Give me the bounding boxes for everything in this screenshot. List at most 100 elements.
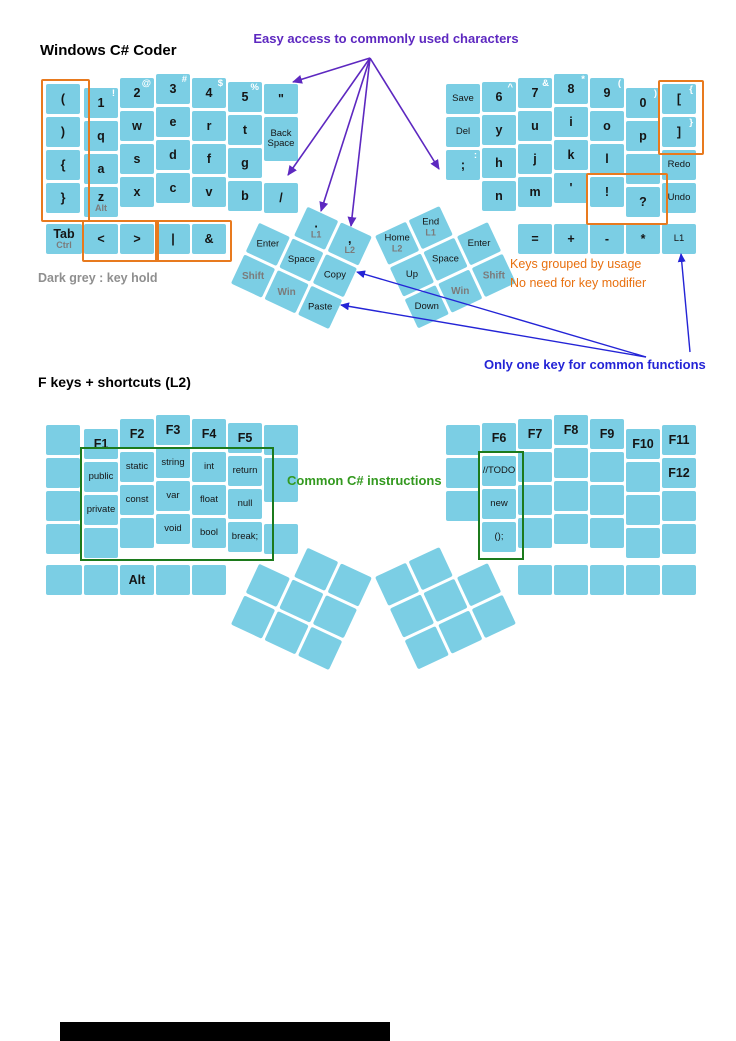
key-symbol: > bbox=[120, 224, 154, 254]
key-alt: Alt bbox=[120, 565, 154, 595]
key-symbol: < bbox=[84, 224, 118, 254]
key-symbol: - bbox=[590, 224, 624, 254]
key-7: 7& bbox=[518, 78, 552, 108]
key-blank bbox=[46, 565, 82, 595]
key-blank bbox=[446, 458, 480, 488]
key-symbol: + bbox=[554, 224, 588, 254]
key-blank bbox=[46, 524, 80, 554]
key-f: f bbox=[192, 144, 226, 174]
key-f8: F8 bbox=[554, 415, 588, 445]
annotation-no-modifier: No need for key modifier bbox=[510, 276, 647, 290]
key-symbol: (); bbox=[482, 522, 516, 552]
key-blank bbox=[590, 518, 624, 548]
key-back-space: Back Space bbox=[264, 117, 298, 161]
key-return: return bbox=[228, 456, 262, 486]
key-symbol: & bbox=[192, 224, 226, 254]
key-new: new bbox=[482, 489, 516, 519]
key-symbol: { bbox=[46, 150, 80, 180]
highlight-exclaim-question-keys bbox=[586, 173, 668, 225]
key-f11: F11 bbox=[662, 425, 696, 455]
key-null: null bbox=[228, 489, 262, 519]
annotation-keys-grouped: Keys grouped by usage bbox=[510, 257, 642, 271]
key-blank bbox=[156, 565, 190, 595]
key-void: void bbox=[156, 514, 190, 544]
key-symbol: " bbox=[264, 84, 298, 114]
key-y: y bbox=[482, 115, 516, 145]
key-blank bbox=[626, 565, 660, 595]
key-9: 9( bbox=[590, 78, 624, 108]
key-8: 8* bbox=[554, 74, 588, 104]
key-p: p bbox=[626, 121, 660, 151]
key-g: g bbox=[228, 148, 262, 178]
key-blank bbox=[554, 514, 588, 544]
key-i: i bbox=[554, 107, 588, 137]
key-blank bbox=[264, 524, 298, 554]
key-break: break; bbox=[228, 522, 262, 552]
key-symbol: ]} bbox=[662, 117, 696, 147]
key-b: b bbox=[228, 181, 262, 211]
key-blank bbox=[590, 452, 624, 482]
key-f6: F6 bbox=[482, 423, 516, 453]
key-f9: F9 bbox=[590, 419, 624, 449]
key-symbol: } bbox=[46, 183, 80, 213]
key-blank bbox=[84, 528, 118, 558]
key-symbol: ' bbox=[554, 173, 588, 203]
page-title: Windows C# Coder bbox=[40, 42, 177, 59]
key-d: d bbox=[156, 140, 190, 170]
highlight-left-brackets-column bbox=[41, 79, 90, 222]
key-f2: F2 bbox=[120, 419, 154, 449]
key-blank bbox=[192, 565, 226, 595]
key-symbol: = bbox=[518, 224, 552, 254]
key-f10: F10 bbox=[626, 429, 660, 459]
key-float: float bbox=[192, 485, 226, 515]
key-int: int bbox=[192, 452, 226, 482]
key-e: e bbox=[156, 107, 190, 137]
key-h: h bbox=[482, 148, 516, 178]
key-var: var bbox=[156, 481, 190, 511]
layer2-title: F keys + shortcuts (L2) bbox=[38, 374, 191, 390]
key-o: o bbox=[590, 111, 624, 141]
key-private: private bbox=[84, 495, 118, 525]
key-0: 0) bbox=[626, 88, 660, 118]
key-bool: bool bbox=[192, 518, 226, 548]
key-symbol: ) bbox=[46, 117, 80, 147]
key-r: r bbox=[192, 111, 226, 141]
key-save: Save bbox=[446, 84, 480, 114]
key-f3: F3 bbox=[156, 415, 190, 445]
key-string: string bbox=[156, 448, 190, 478]
key-v: v bbox=[192, 177, 226, 207]
key-symbol: ! bbox=[590, 177, 624, 207]
key-blank bbox=[297, 626, 343, 671]
key-w: w bbox=[120, 111, 154, 141]
key-f1: F1 bbox=[84, 429, 118, 459]
key-blank bbox=[446, 491, 480, 521]
key-blank bbox=[662, 524, 696, 554]
key-public: public bbox=[84, 462, 118, 492]
key-symbol: ;: bbox=[446, 150, 480, 180]
key-blank bbox=[84, 565, 118, 595]
key-2: 2@ bbox=[120, 78, 154, 108]
key-const: const bbox=[120, 485, 154, 515]
annotation-csharp-instructions: Common C# instructions bbox=[287, 473, 442, 488]
key-blank bbox=[590, 565, 624, 595]
key-j: j bbox=[518, 144, 552, 174]
highlight-angle-bracket-keys bbox=[82, 220, 159, 262]
key-f7: F7 bbox=[518, 419, 552, 449]
key-u: u bbox=[518, 111, 552, 141]
key-l: l bbox=[590, 144, 624, 174]
key-symbol: | bbox=[156, 224, 190, 254]
key-f12: F12 bbox=[662, 458, 696, 488]
key-symbol: ? bbox=[626, 187, 660, 217]
key-symbol: ( bbox=[46, 84, 80, 114]
key-4: 4$ bbox=[192, 78, 226, 108]
key-blank bbox=[446, 425, 480, 455]
key-blank bbox=[46, 458, 80, 488]
key-m: m bbox=[518, 177, 552, 207]
key-blank bbox=[120, 518, 154, 548]
key-s: s bbox=[120, 144, 154, 174]
key-5: 5% bbox=[228, 82, 262, 112]
key-blank bbox=[46, 491, 80, 521]
key-l1: L1 bbox=[662, 224, 696, 254]
